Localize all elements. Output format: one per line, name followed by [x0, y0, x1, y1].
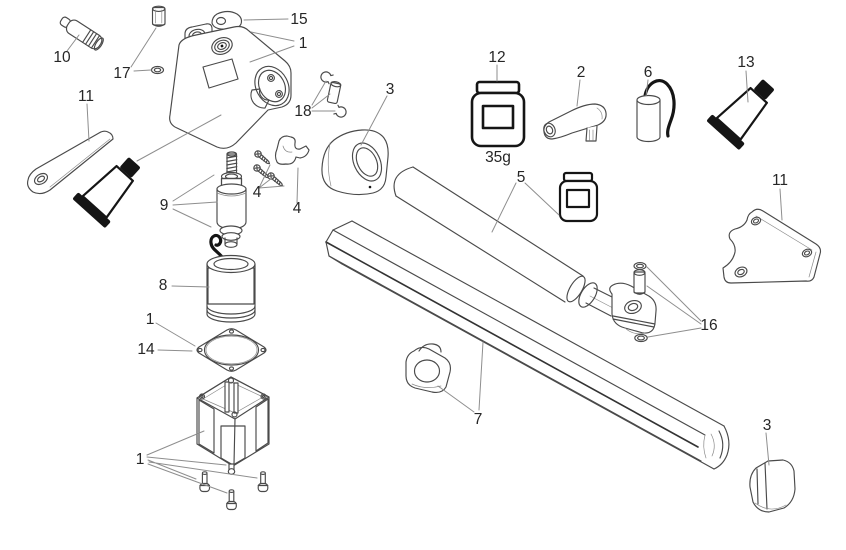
housing-output-face: [254, 65, 290, 107]
label-grease-weight: 35g: [485, 149, 511, 166]
part-stator-coil: [206, 233, 256, 323]
label-12: 12: [488, 49, 505, 66]
label-11-right: 11: [772, 172, 788, 189]
label-5: 5: [517, 169, 526, 186]
label-1-motor: 1: [136, 451, 145, 468]
label-15: 15: [290, 11, 307, 28]
capacitor-wire: [643, 79, 676, 138]
label-4-screws: 4: [253, 184, 262, 201]
label-8: 8: [159, 277, 168, 294]
label-1-gasket: 1: [146, 311, 155, 328]
part-rotor: [216, 151, 247, 248]
part-pin-18: [318, 69, 349, 120]
part-gearbox-housing: [169, 23, 292, 149]
part-gasket: [196, 328, 267, 372]
part-pin-17: [150, 5, 166, 75]
label-18: 18: [294, 103, 311, 120]
clevis-end: [609, 282, 657, 335]
label-17: 17: [113, 65, 130, 82]
label-1-housing: 1: [299, 35, 308, 52]
part-end-cap-3: [749, 459, 796, 513]
part-plate-bracket-left: [26, 130, 114, 195]
part-outer-tube-7: [325, 220, 730, 470]
part-grease-jar-12: [470, 80, 526, 148]
part-labels: 10 17 15 1 11 18 3 9 4 4 8 1 14 1 12 35g…: [53, 11, 788, 468]
part-motor-bolts: [199, 471, 269, 511]
leader-lines: [66, 18, 783, 494]
tube-seal-ring: [578, 282, 598, 308]
label-9: 9: [160, 197, 169, 214]
label-3-cover: 3: [386, 81, 395, 98]
part-front-cover: [321, 129, 389, 196]
part-grease-jar-small: [558, 171, 599, 223]
label-11-left: 11: [78, 88, 94, 105]
part-clevis-pin-16: [633, 262, 648, 343]
label-6: 6: [644, 64, 653, 81]
label-2: 2: [577, 64, 586, 81]
coil-wire: [209, 233, 228, 265]
label-3-endcap: 3: [763, 417, 772, 434]
part-motor-housing: [196, 376, 270, 475]
label-7: 7: [474, 411, 483, 428]
part-bracket-right: [722, 208, 822, 284]
housing-release-cam: [250, 88, 270, 109]
label-13: 13: [737, 54, 754, 71]
label-10: 10: [53, 49, 71, 66]
housing-recess: [202, 58, 239, 89]
label-14: 14: [137, 341, 155, 358]
part-capacitor: [636, 79, 676, 143]
part-inner-tube-5: [393, 166, 657, 335]
label-4-clamp: 4: [293, 200, 302, 217]
housing-boss: [211, 37, 233, 55]
part-clamp-4: [274, 135, 310, 165]
part-release-lever: [543, 103, 607, 142]
part-cable-gland: [59, 16, 104, 51]
part-clamp-ring-7: [405, 343, 452, 394]
part-glue-tube-13: [705, 68, 787, 152]
label-16: 16: [700, 317, 717, 334]
